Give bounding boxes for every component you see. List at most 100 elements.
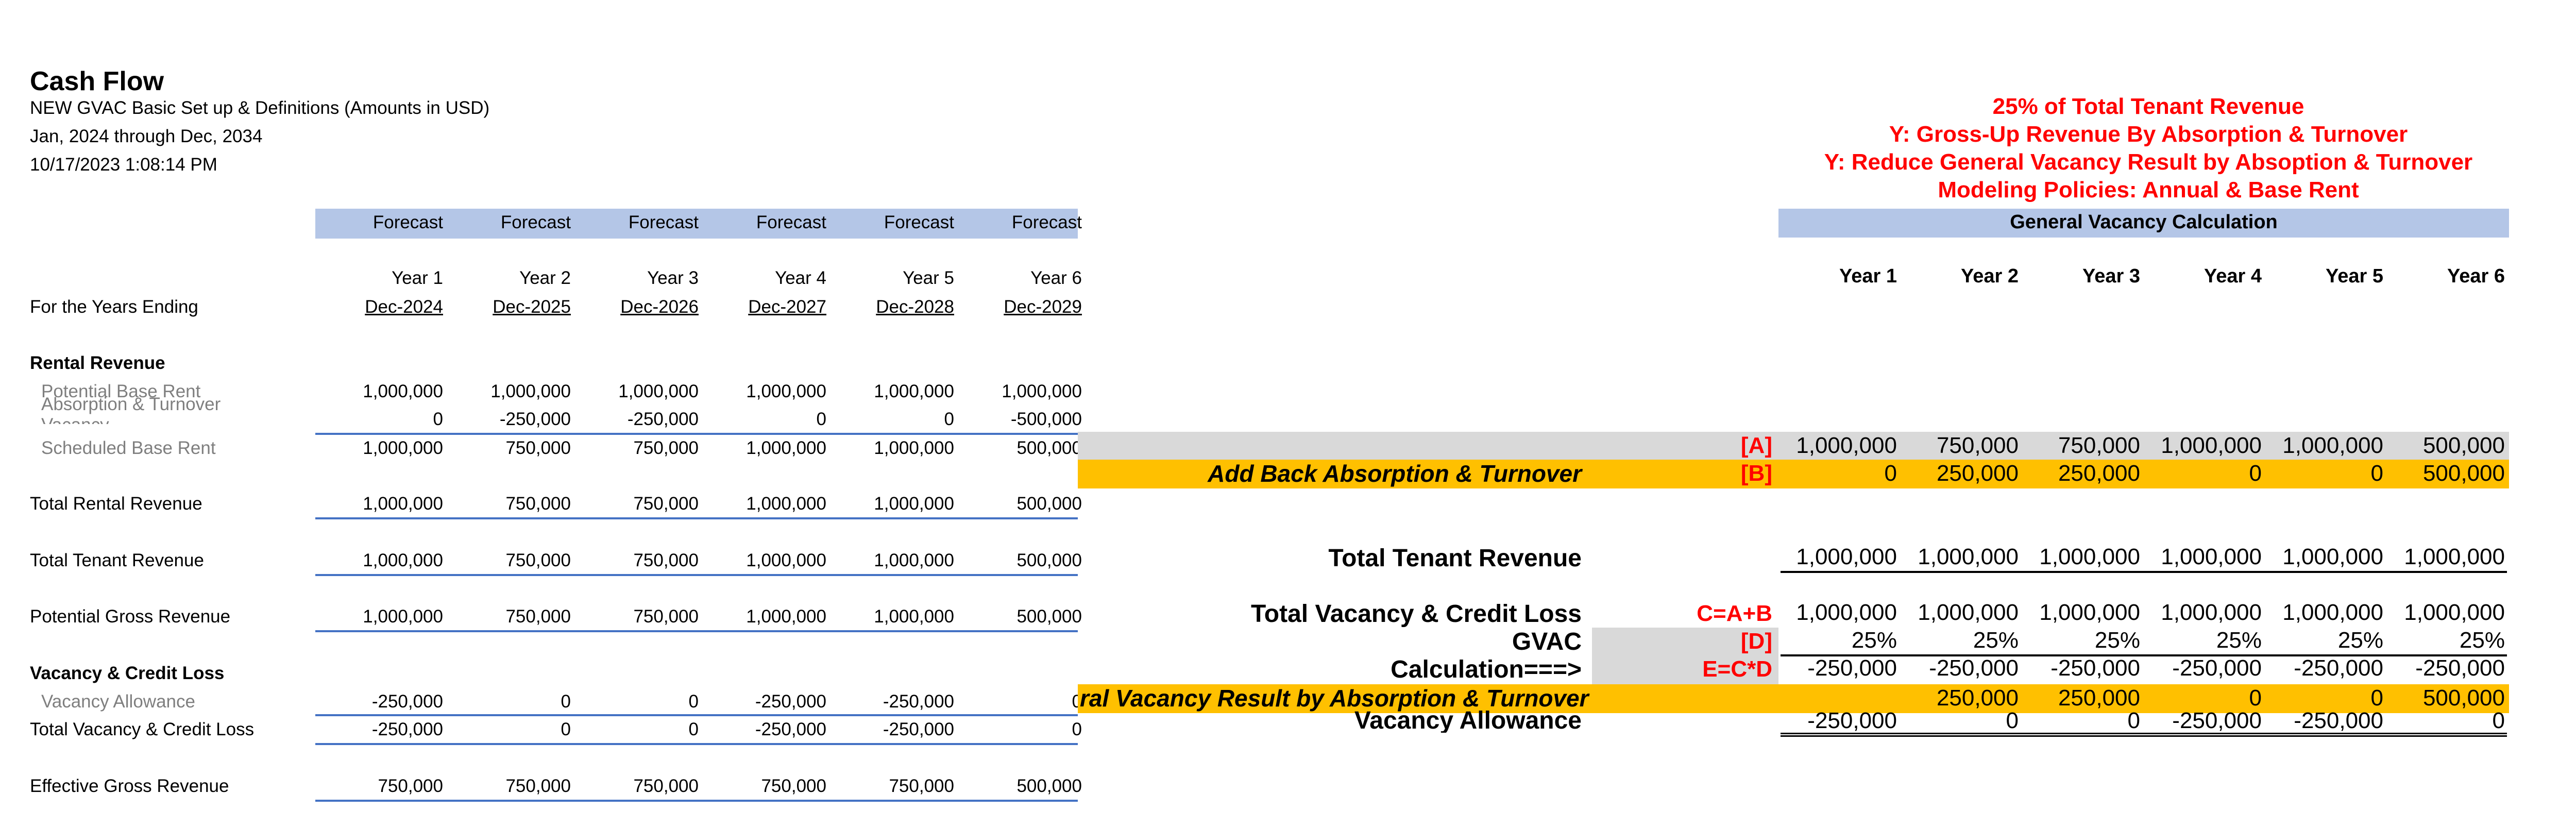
row-label-total-rental-revenue: Total Rental Revenue: [30, 494, 202, 514]
gvac-cell: 750,000: [2058, 433, 2140, 458]
date-label: Dec-2027: [748, 297, 826, 317]
row-label-total-vacancy-credit-loss: Total Vacancy & Credit Loss: [30, 719, 255, 739]
table-cell: -250,000: [371, 719, 443, 739]
gvac-year-label: Year 4: [2204, 265, 2262, 287]
table-cell: 500,000: [1016, 550, 1082, 570]
gvac-cell: 0: [2370, 461, 2383, 486]
code-c: C=A+B: [1697, 601, 1772, 626]
row-divider: [315, 714, 1078, 716]
table-cell: 1,000,000: [746, 606, 826, 627]
table-cell: -250,000: [499, 409, 571, 429]
gvac-percent-cell: 25%: [2337, 628, 2383, 653]
gvac-cell: 1,000,000: [2039, 600, 2140, 625]
gvac-percent-cell: 25%: [2216, 628, 2262, 653]
gvac-header-band: [1778, 209, 2509, 238]
gvac-cell: 1,000,000: [2161, 433, 2262, 458]
table-cell: 750,000: [633, 438, 699, 458]
year-label: Year 4: [775, 268, 826, 288]
table-cell: 750,000: [633, 776, 699, 796]
note-reduce-vacancy: Y: Reduce General Vacancy Result by Abso…: [1824, 149, 2473, 175]
code-b: [B]: [1740, 461, 1772, 486]
forecast-label: Forecast: [628, 212, 699, 232]
code-e: E=C*D: [1702, 656, 1772, 682]
table-cell: 750,000: [505, 494, 571, 514]
gvac-cell: -250,000: [2294, 709, 2383, 733]
forecast-label: Forecast: [500, 212, 571, 232]
date-label: Dec-2028: [876, 297, 954, 317]
table-cell: 0: [688, 691, 699, 712]
gvac-cell: 250,000: [1936, 461, 2019, 486]
row-label-gvac-vacancy-allowance: Vacancy Allowance: [1354, 709, 1582, 733]
gvac-cell: -250,000: [2172, 655, 2262, 681]
table-cell: 750,000: [761, 776, 826, 796]
vacancy-credit-loss-heading: Vacancy & Credit Loss: [30, 663, 225, 683]
forecast-label: Forecast: [372, 212, 443, 232]
table-cell: -500,000: [1010, 409, 1082, 429]
note-modeling-policies: Modeling Policies: Annual & Base Rent: [1938, 177, 2359, 202]
gvac-cell: 1,000,000: [2161, 544, 2262, 569]
gvac-cell: -250,000: [2172, 709, 2262, 733]
table-cell: 1,000,000: [874, 550, 954, 570]
row-divider: [315, 743, 1078, 745]
table-cell: 1,000,000: [746, 381, 826, 401]
gvac-divider: [1781, 571, 2507, 573]
report-timestamp: 10/17/2023 1:08:14 PM: [30, 155, 217, 175]
gvac-cell: 0: [2492, 709, 2505, 733]
gvac-cell: -250,000: [1807, 709, 1897, 733]
table-cell: 1,000,000: [363, 438, 443, 458]
note-gvac-percent: 25% of Total Tenant Revenue: [1992, 94, 2304, 119]
table-cell: 1,000,000: [618, 381, 699, 401]
gvac-year-label: Year 1: [1839, 265, 1897, 287]
row-reduce-band: [1078, 684, 2509, 713]
gvac-cell: 1,000,000: [1796, 433, 1897, 458]
gvac-cell: 250,000: [2058, 685, 2140, 711]
gvac-percent-cell: 25%: [2459, 628, 2505, 653]
table-cell: -250,000: [755, 691, 826, 712]
gvac-cell: -250,000: [2415, 655, 2505, 681]
gvac-percent-cell: 25%: [1973, 628, 2019, 653]
table-cell: 500,000: [1016, 494, 1082, 514]
gvac-cell: 1,000,000: [2282, 600, 2383, 625]
gvac-cell: -250,000: [2050, 655, 2140, 681]
date-label: Dec-2024: [365, 297, 443, 317]
table-cell: 500,000: [1016, 606, 1082, 627]
table-cell: 750,000: [633, 606, 699, 627]
table-cell: 1,000,000: [874, 494, 954, 514]
gvac-cell: 0: [2249, 461, 2262, 486]
gvac-code-band: [1592, 628, 1778, 684]
table-cell: 0: [561, 691, 571, 712]
gvac-cell: 1,000,000: [2282, 433, 2383, 458]
row-label-gvac-total-vacancy: Total Vacancy & Credit Loss: [1251, 600, 1582, 628]
table-cell: 750,000: [378, 776, 443, 796]
forecast-header-band: [315, 209, 1078, 239]
years-ending-label: For the Years Ending: [30, 297, 198, 317]
table-cell: 0: [816, 409, 826, 429]
gvac-cell: 500,000: [2422, 685, 2505, 711]
gvac-cell: 250,000: [1936, 685, 2019, 711]
forecast-label: Forecast: [756, 212, 826, 232]
gvac-cell: 750,000: [1936, 433, 2019, 458]
row-divider: [315, 433, 1078, 435]
gvac-cell: -250,000: [2294, 655, 2383, 681]
date-label: Dec-2029: [1004, 297, 1082, 317]
table-cell: 750,000: [505, 606, 571, 627]
gvac-cell: -250,000: [1807, 655, 1897, 681]
table-cell: 1,000,000: [363, 606, 443, 627]
table-cell: 1,000,000: [874, 438, 954, 458]
gvac-year-label: Year 3: [2082, 265, 2140, 287]
year-label: Year 1: [392, 268, 443, 288]
forecast-label: Forecast: [884, 212, 954, 232]
gvac-cell: 1,000,000: [2282, 544, 2383, 569]
year-label: Year 3: [647, 268, 699, 288]
table-cell: 1,000,000: [874, 381, 954, 401]
year-label: Year 2: [519, 268, 571, 288]
date-label: Dec-2026: [620, 297, 699, 317]
table-cell: -250,000: [371, 691, 443, 712]
table-cell: 1,000,000: [363, 494, 443, 514]
gvac-cell: 1,000,000: [2039, 544, 2140, 569]
table-cell: -250,000: [755, 719, 826, 739]
rental-revenue-heading: Rental Revenue: [30, 353, 165, 373]
note-gross-up: Y: Gross-Up Revenue By Absorption & Turn…: [1889, 122, 2408, 147]
report-subtitle: NEW GVAC Basic Set up & Definitions (Amo…: [30, 98, 490, 118]
